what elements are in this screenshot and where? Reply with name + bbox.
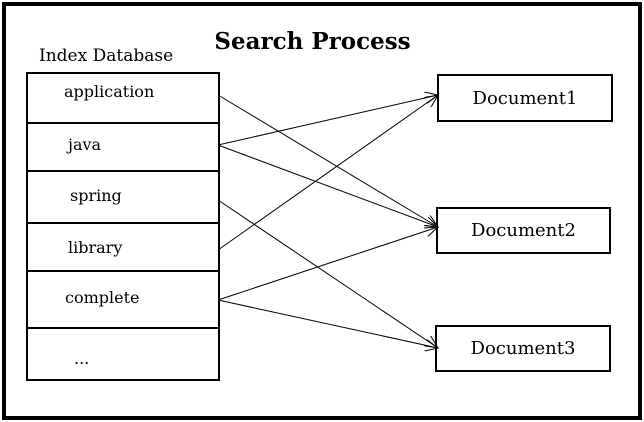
index-term-library: library (68, 238, 123, 257)
index-term-more: ... (74, 349, 90, 368)
index-term-complete: complete (65, 288, 140, 307)
index-row-java: java (28, 124, 218, 172)
link-arrow-complete-to-doc3 (217, 299, 438, 348)
index-row-library: library (28, 224, 218, 272)
document-box-1: Document1 (437, 74, 613, 122)
index-database-table: application java spring library complete… (26, 72, 220, 381)
index-database-caption: Index Database (39, 46, 174, 66)
link-arrow-library-to-doc1 (217, 95, 438, 251)
index-row-spring: spring (28, 172, 218, 224)
document-box-3: Document3 (435, 325, 611, 372)
diagram-title: Search Process (214, 28, 411, 55)
index-term-spring: spring (70, 186, 122, 205)
index-row-application: application (28, 74, 218, 124)
index-row-complete: complete (28, 272, 218, 329)
document-box-2: Document2 (436, 207, 611, 254)
index-row-more: ... (28, 329, 218, 379)
link-arrow-application-to-doc2 (217, 94, 438, 227)
index-term-application: application (64, 82, 155, 101)
link-arrow-java-to-doc2 (217, 144, 438, 227)
index-term-java: java (68, 135, 102, 154)
link-arrow-spring-to-doc3 (217, 199, 438, 348)
link-arrow-java-to-doc1 (217, 95, 438, 146)
link-arrow-complete-to-doc2 (217, 227, 438, 301)
